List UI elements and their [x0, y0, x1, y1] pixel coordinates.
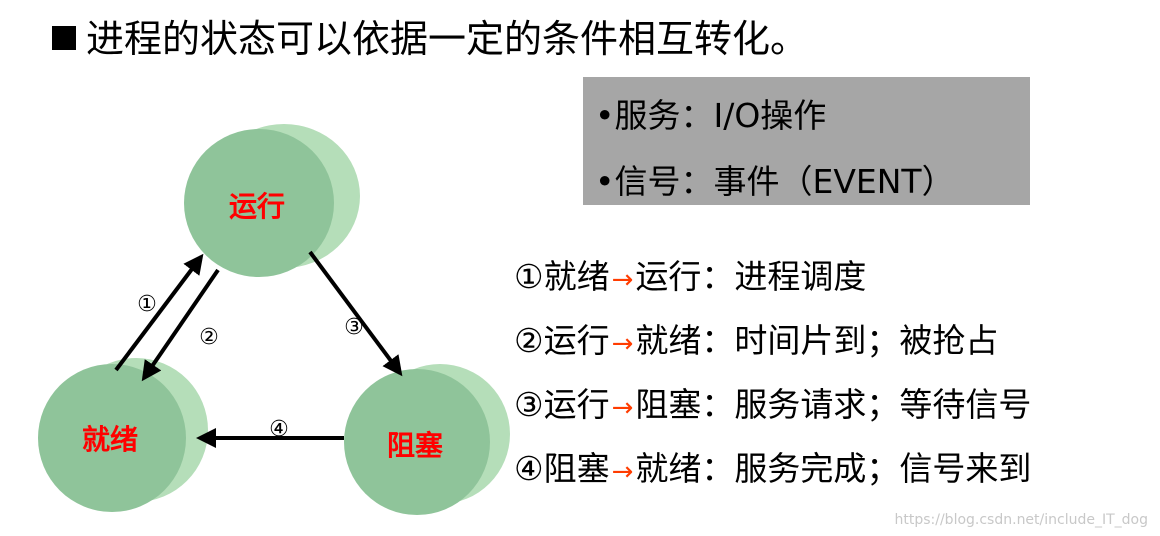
transition-4: ④阻塞→就绪：服务完成；信号来到: [514, 442, 1031, 490]
info-box: •服务：I/O操作 •信号：事件（EVENT）: [583, 77, 1030, 205]
info-signal: •信号：事件（EVENT）: [595, 155, 955, 203]
transition-1-num: ①: [514, 257, 544, 296]
transition-2-num: ②: [514, 321, 544, 360]
node-ready: 就绪: [38, 358, 208, 512]
edge-label-2: ②: [199, 325, 219, 350]
edge-running-to-blocked: [310, 252, 400, 373]
edge-label-4: ④: [269, 417, 289, 442]
transition-3-arrow-icon: →: [612, 393, 634, 423]
watermark: https://blog.csdn.net/include_IT_dog: [895, 512, 1149, 528]
transition-2-to: 就绪：时间片到；被抢占: [635, 321, 998, 360]
transition-3: ③运行→阻塞：服务请求；等待信号: [514, 378, 1031, 426]
transition-1-arrow-icon: →: [612, 265, 634, 295]
transition-3-from: 运行: [544, 385, 610, 424]
transition-4-to: 就绪：服务完成；信号来到: [635, 449, 1031, 488]
state-diagram: 运行 就绪 阻塞 ① ② ③ ④: [0, 0, 520, 536]
transition-2-from: 运行: [544, 321, 610, 360]
transition-3-num: ③: [514, 385, 544, 424]
transition-2-arrow-icon: →: [612, 329, 634, 359]
edge-label-3: ③: [344, 315, 364, 340]
transition-4-from: 阻塞: [544, 449, 610, 488]
node-running: 运行: [184, 124, 360, 277]
node-ready-label: 就绪: [82, 423, 138, 456]
transition-4-num: ④: [514, 449, 544, 488]
transition-1-to: 运行：进程调度: [635, 257, 866, 296]
edge-label-1: ①: [137, 292, 157, 317]
transition-1-from: 就绪: [544, 257, 610, 296]
transition-2: ②运行→就绪：时间片到；被抢占: [514, 314, 998, 362]
transition-3-to: 阻塞：服务请求；等待信号: [635, 385, 1031, 424]
node-blocked: 阻塞: [344, 364, 510, 515]
transition-1: ①就绪→运行：进程调度: [514, 250, 866, 298]
node-running-label: 运行: [229, 190, 285, 223]
info-service: •服务：I/O操作: [595, 89, 826, 137]
transition-4-arrow-icon: →: [612, 457, 634, 487]
node-blocked-label: 阻塞: [387, 429, 443, 462]
